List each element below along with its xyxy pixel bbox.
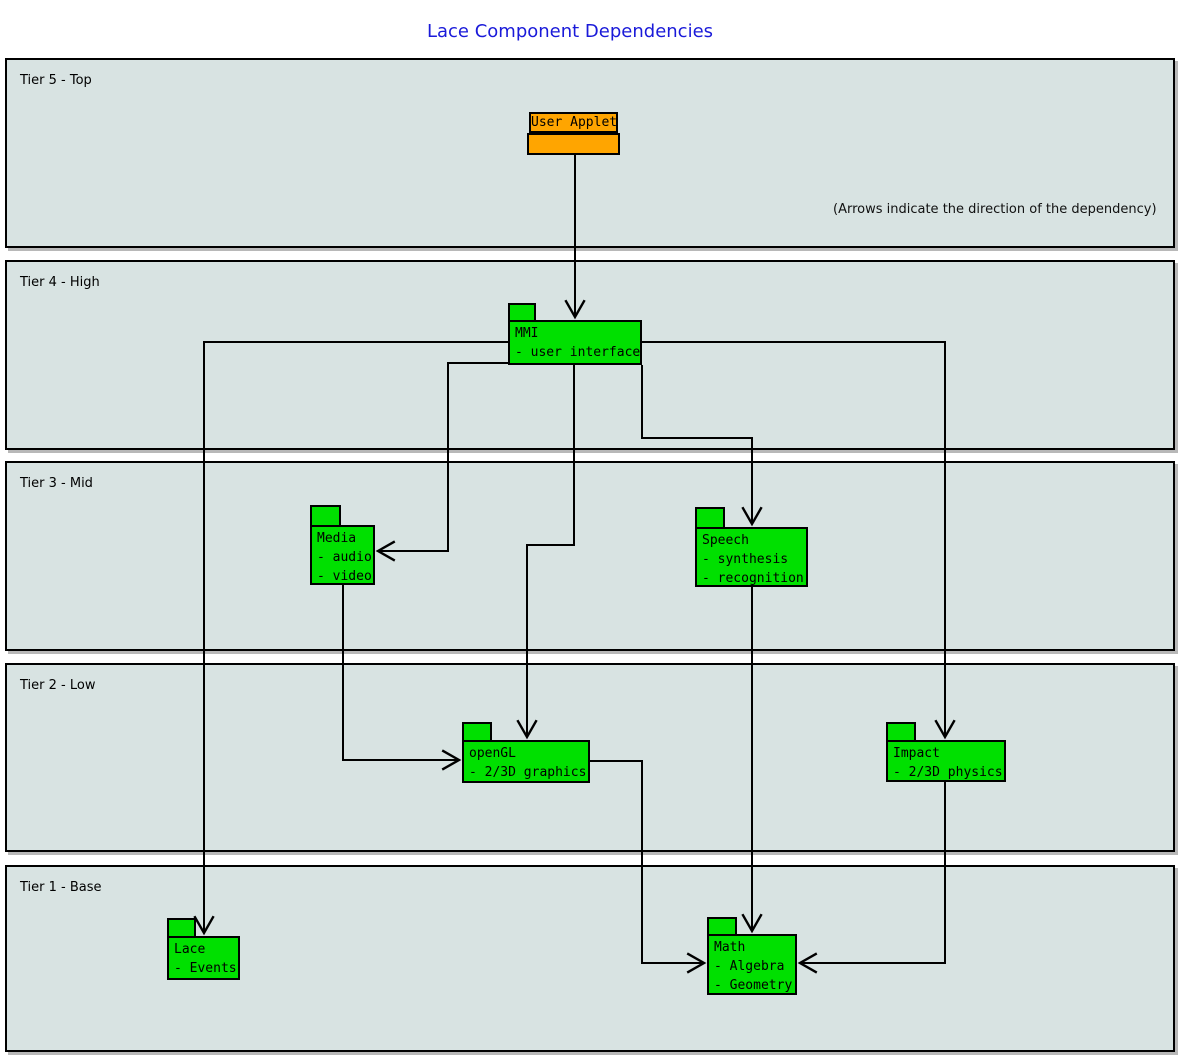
speech-component: Speech - synthesis - recognition [695, 527, 808, 587]
tier-band-4: Tier 4 - High [5, 260, 1175, 450]
dependency-note: (Arrows indicate the direction of the de… [833, 202, 1157, 217]
speech-tab [695, 507, 725, 529]
component-label-line: - synthesis [702, 552, 789, 567]
user-applet-body [527, 133, 620, 155]
impact-component: Impact - 2/3D physics [886, 740, 1006, 782]
user-applet-component: User Applet [529, 112, 618, 133]
component-label-line: - 2/3D graphics [469, 765, 587, 780]
tier-band-3: Tier 3 - Mid [5, 461, 1175, 651]
media-tab [310, 505, 341, 527]
tier-label-1: Tier 1 - Base [20, 880, 102, 895]
component-label-line: - Geometry [714, 978, 793, 993]
component-label-line: Lace [174, 942, 206, 957]
lace-component: Lace - Events [167, 936, 240, 980]
tier-label-3: Tier 3 - Mid [20, 476, 93, 491]
mmi-component: MMI - user interface [508, 320, 642, 365]
component-label-line: - 2/3D physics [893, 765, 1003, 780]
component-label-line: Speech [702, 533, 749, 548]
impact-tab [886, 722, 916, 742]
component-label-line: Media [317, 531, 357, 546]
component-label-line: openGL [469, 746, 516, 761]
lace-tab [167, 918, 196, 938]
component-label-line: Math [714, 940, 746, 955]
component-label-line: - recognition [702, 571, 804, 586]
component-label-line: - Algebra [714, 959, 785, 974]
component-label-line: - Events [174, 961, 237, 976]
component-label-line: MMI [515, 326, 539, 341]
tier-label-2: Tier 2 - Low [20, 678, 96, 693]
tier-label-4: Tier 4 - High [20, 275, 100, 290]
component-label-line: Impact [893, 746, 940, 761]
media-component: Media - audio - video [310, 525, 375, 585]
component-label-line: - audio [317, 550, 372, 565]
opengl-tab [462, 722, 492, 742]
diagram-title: Lace Component Dependencies [426, 21, 714, 42]
math-component: Math - Algebra - Geometry [707, 934, 797, 995]
tier-label-5: Tier 5 - Top [20, 73, 92, 88]
component-label-line: - user interface [515, 345, 641, 360]
opengl-component: openGL - 2/3D graphics [462, 740, 590, 783]
component-label-line: - video [317, 569, 372, 584]
